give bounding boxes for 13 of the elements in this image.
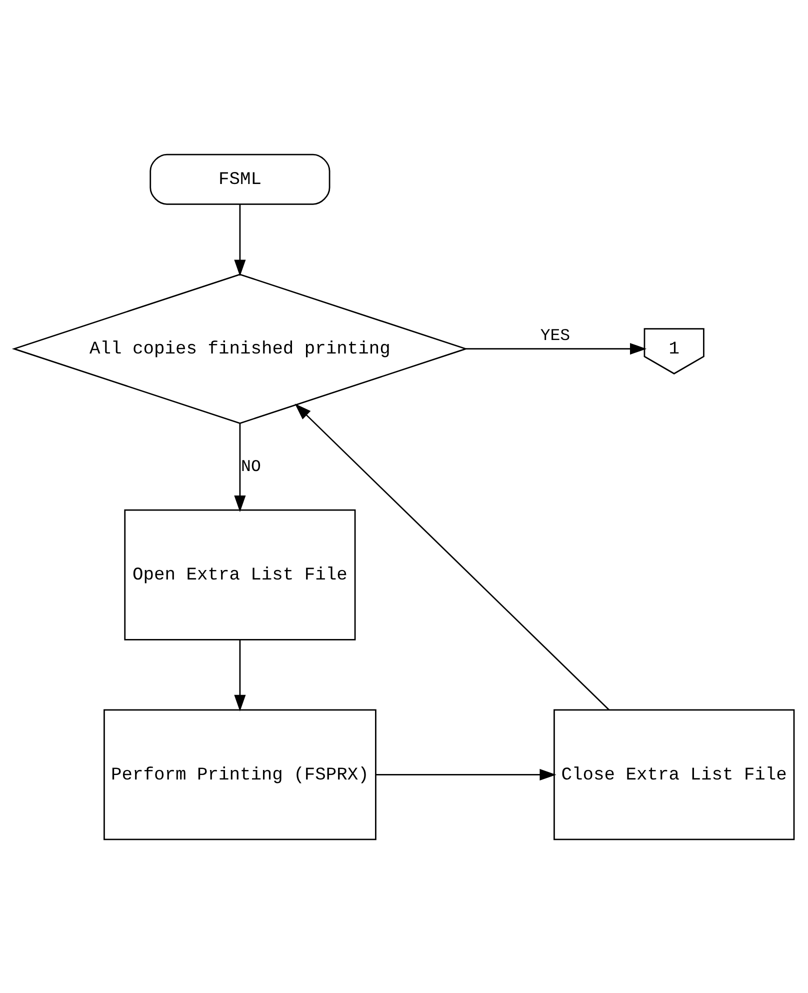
arrow [294, 403, 610, 710]
node-box: Perform Printing (FSPRX) [104, 708, 376, 840]
arrow [234, 422, 246, 512]
edge-label: YES [540, 326, 570, 345]
arrow [234, 639, 246, 711]
node-box: FSML [150, 153, 330, 204]
arrow [466, 342, 647, 354]
node-box: Close Extra List File [554, 708, 795, 840]
node-diamond: All copies finished printing [12, 273, 468, 424]
node-box: Open Extra List File [124, 508, 356, 640]
arrow [376, 768, 556, 780]
arrow [234, 204, 246, 276]
edge-label: NO [241, 456, 261, 476]
